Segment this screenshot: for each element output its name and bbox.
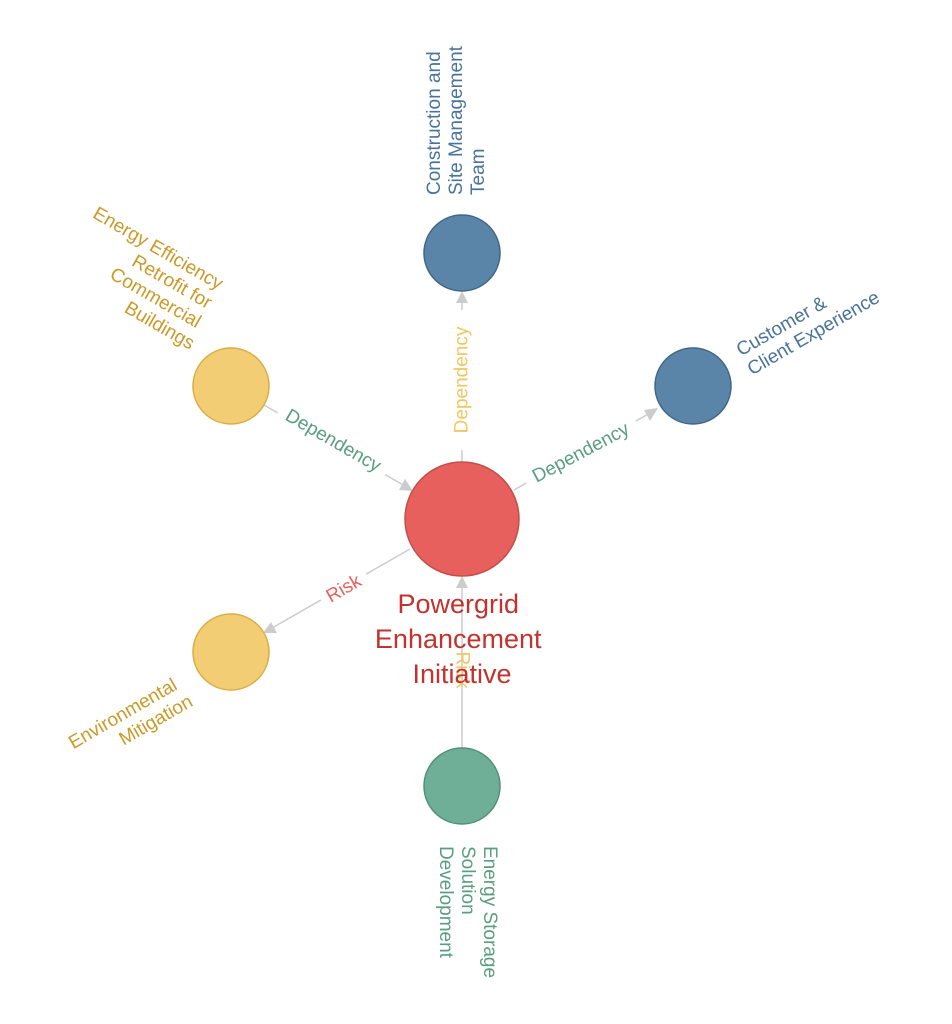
node-energy-storage[interactable]: Energy Storage Solution Development (423, 747, 501, 983)
center-label-line: Powergrid (397, 589, 519, 619)
edge-center-to-construction[interactable]: Dependency (449, 291, 475, 462)
node-environmental[interactable]: Environmental Mitigation (65, 613, 270, 773)
node-customer[interactable]: Customer & Client Experience (654, 268, 883, 425)
node-label-line: Team (468, 149, 489, 195)
edge-efficiency-to-center[interactable]: Dependency (263, 401, 413, 491)
edge-label-storage-to-center: Risk (452, 652, 473, 689)
node-energy-efficiency[interactable]: Energy Efficiency Retrofit for Commercia… (56, 203, 270, 425)
node-label-customer: Customer & Client Experience (733, 268, 883, 380)
node-label-line: Development (435, 846, 456, 959)
node-label-line: Site Management (446, 45, 467, 195)
edge-label-center-to-customer: Dependency (529, 418, 634, 487)
center-node-label: Powergrid Enhancement Initiative (375, 589, 549, 689)
node-label-energy-storage: Energy Storage Solution Development (435, 846, 500, 983)
node-center[interactable]: Powergrid Enhancement Initiative (375, 461, 549, 689)
edge-center-to-environmental[interactable]: Risk (263, 548, 411, 633)
center-label-line: Initiative (412, 659, 511, 689)
node-label-environmental: Environmental Mitigation (65, 672, 196, 773)
node-label-line: Solution (457, 846, 478, 915)
edge-label-center-to-construction: Dependency (452, 326, 473, 433)
edge-label-efficiency-to-center: Dependency (282, 405, 385, 477)
edge-center-to-customer[interactable]: Dependency (513, 408, 658, 491)
edge-storage-to-center[interactable]: Risk (452, 576, 473, 748)
center-label-line: Enhancement (375, 624, 542, 654)
node-label-construction: Construction and Site Management Team (424, 41, 489, 195)
node-construction[interactable]: Construction and Site Management Team (423, 41, 501, 292)
node-label-energy-efficiency: Energy Efficiency Retrofit for Commercia… (56, 203, 231, 354)
node-label-line: Construction and (424, 51, 445, 195)
node-label-line: Energy Storage (479, 846, 500, 978)
